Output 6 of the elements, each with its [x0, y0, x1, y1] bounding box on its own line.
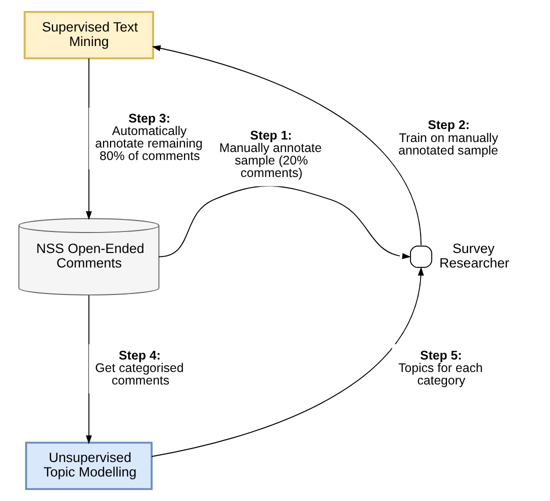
edge-label: Step 4: Get categorised comments — [94, 348, 184, 388]
node-label: Survey Researcher — [438, 241, 509, 271]
edge-label: Step 1: Manually annotate sample (20% comments) — [218, 128, 322, 180]
edge-label: Step 2: Train on manually annotated sample — [398, 118, 498, 158]
edge-label: Step 5: Topics for each category — [398, 348, 482, 388]
edge-label: Step 3: Automatically annotate remaining 80% of comments — [94, 111, 202, 164]
